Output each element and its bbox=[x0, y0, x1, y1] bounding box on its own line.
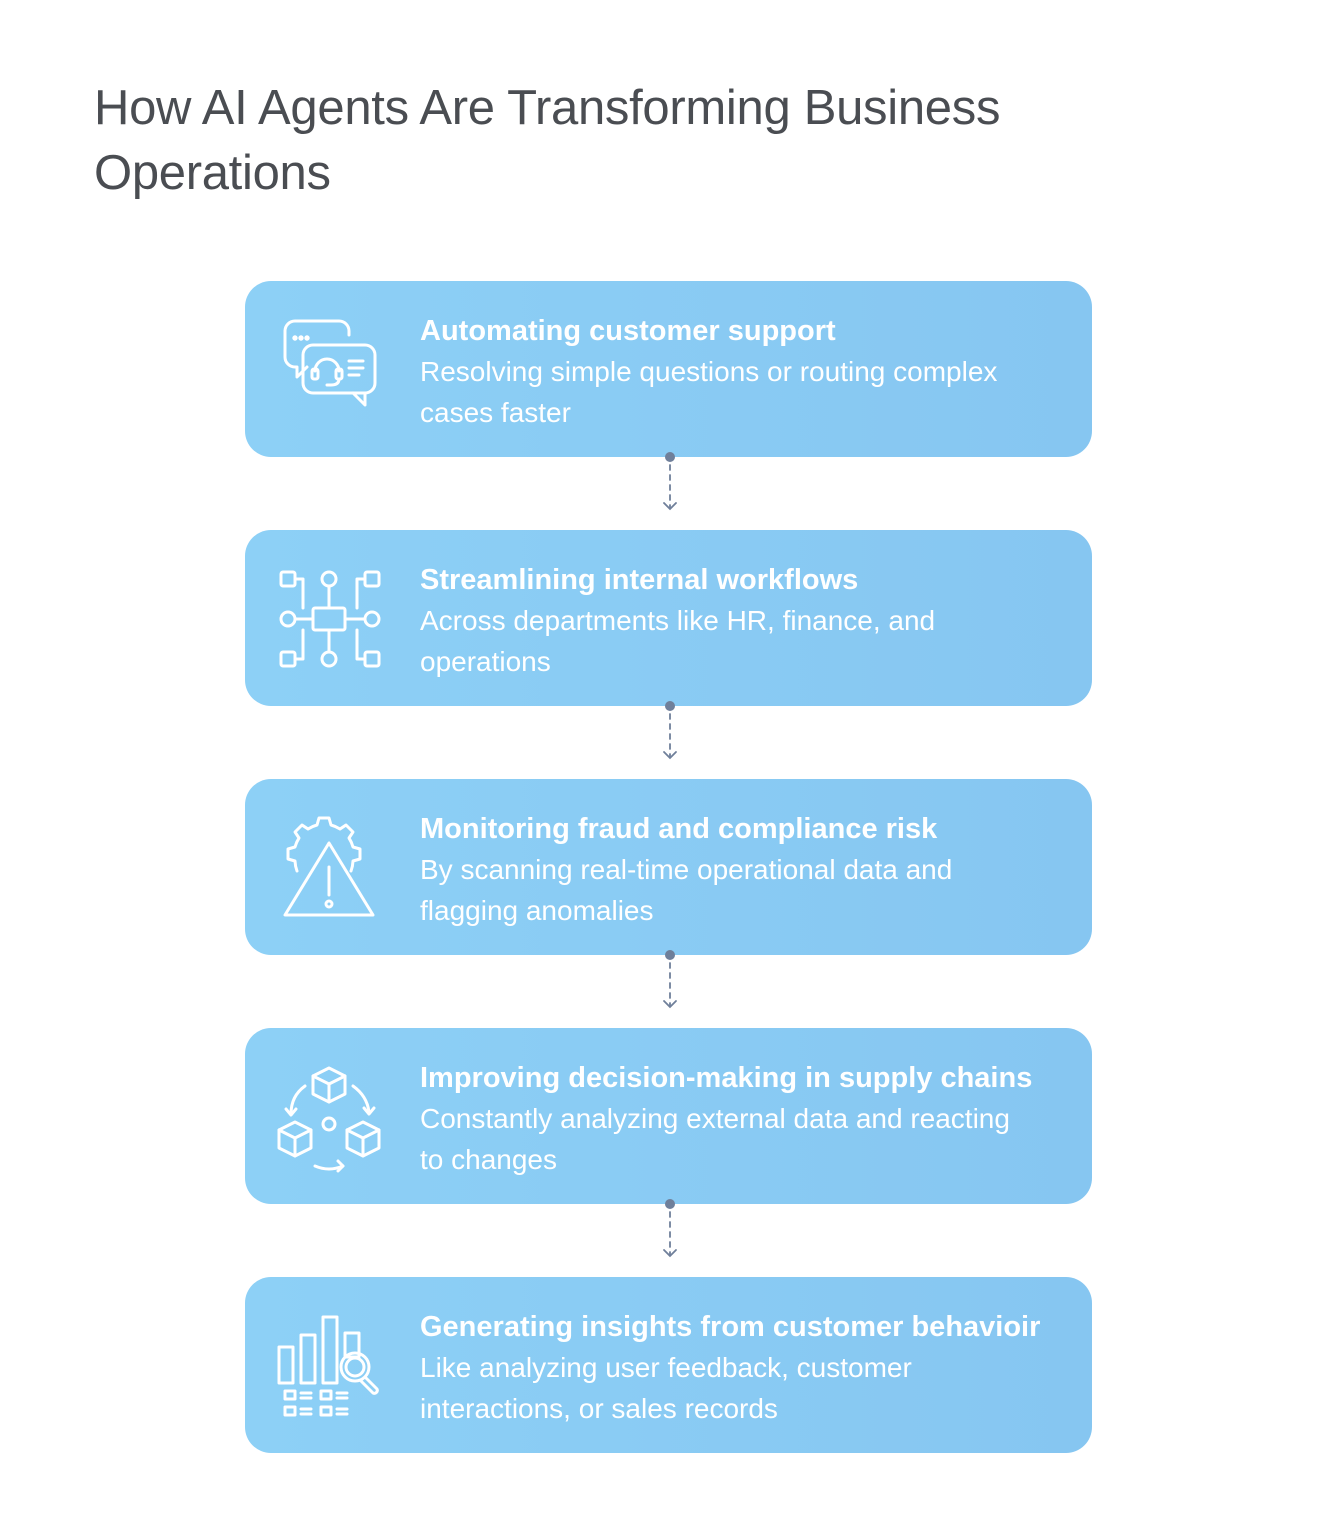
step-card-supply-chains: Improving decision-making in supply chai… bbox=[245, 1028, 1092, 1204]
step-title: Monitoring fraud and compliance risk bbox=[420, 813, 938, 845]
step-card-internal-workflows: Streamlining internal workflows Across d… bbox=[245, 530, 1092, 706]
analytics-chart-search-icon bbox=[271, 1307, 387, 1423]
risk-warning-gear-icon bbox=[271, 809, 387, 925]
step-description: Constantly analyzing external data and r… bbox=[420, 1103, 1010, 1175]
workflow-network-icon bbox=[271, 560, 387, 676]
step-card-customer-support: Automating customer support Resolving si… bbox=[245, 281, 1092, 457]
step-title: Generating insights from customer behavi… bbox=[420, 1311, 1041, 1343]
step-title: Streamlining internal workflows bbox=[420, 564, 859, 596]
step-title: Improving decision-making in supply chai… bbox=[420, 1062, 1033, 1094]
customer-support-chat-icon bbox=[271, 311, 387, 427]
flow-connector bbox=[655, 949, 685, 1011]
page-title: How AI Agents Are Transforming Business … bbox=[94, 81, 1001, 200]
flow-connector bbox=[655, 700, 685, 762]
step-card-customer-insights: Generating insights from customer behavi… bbox=[245, 1277, 1092, 1453]
step-title: Automating customer support bbox=[420, 315, 836, 347]
flow-connector bbox=[655, 1198, 685, 1260]
supply-chain-cubes-icon bbox=[271, 1058, 387, 1174]
flow-connector bbox=[655, 451, 685, 513]
step-description: By scanning real-time operational data a… bbox=[420, 854, 953, 926]
step-description: Resolving simple questions or routing co… bbox=[420, 356, 998, 428]
step-description: Like analyzing user feedback, customer i… bbox=[420, 1352, 912, 1424]
step-description: Across departments like HR, finance, and… bbox=[420, 605, 936, 677]
step-card-fraud-compliance: Monitoring fraud and compliance risk By … bbox=[245, 779, 1092, 955]
